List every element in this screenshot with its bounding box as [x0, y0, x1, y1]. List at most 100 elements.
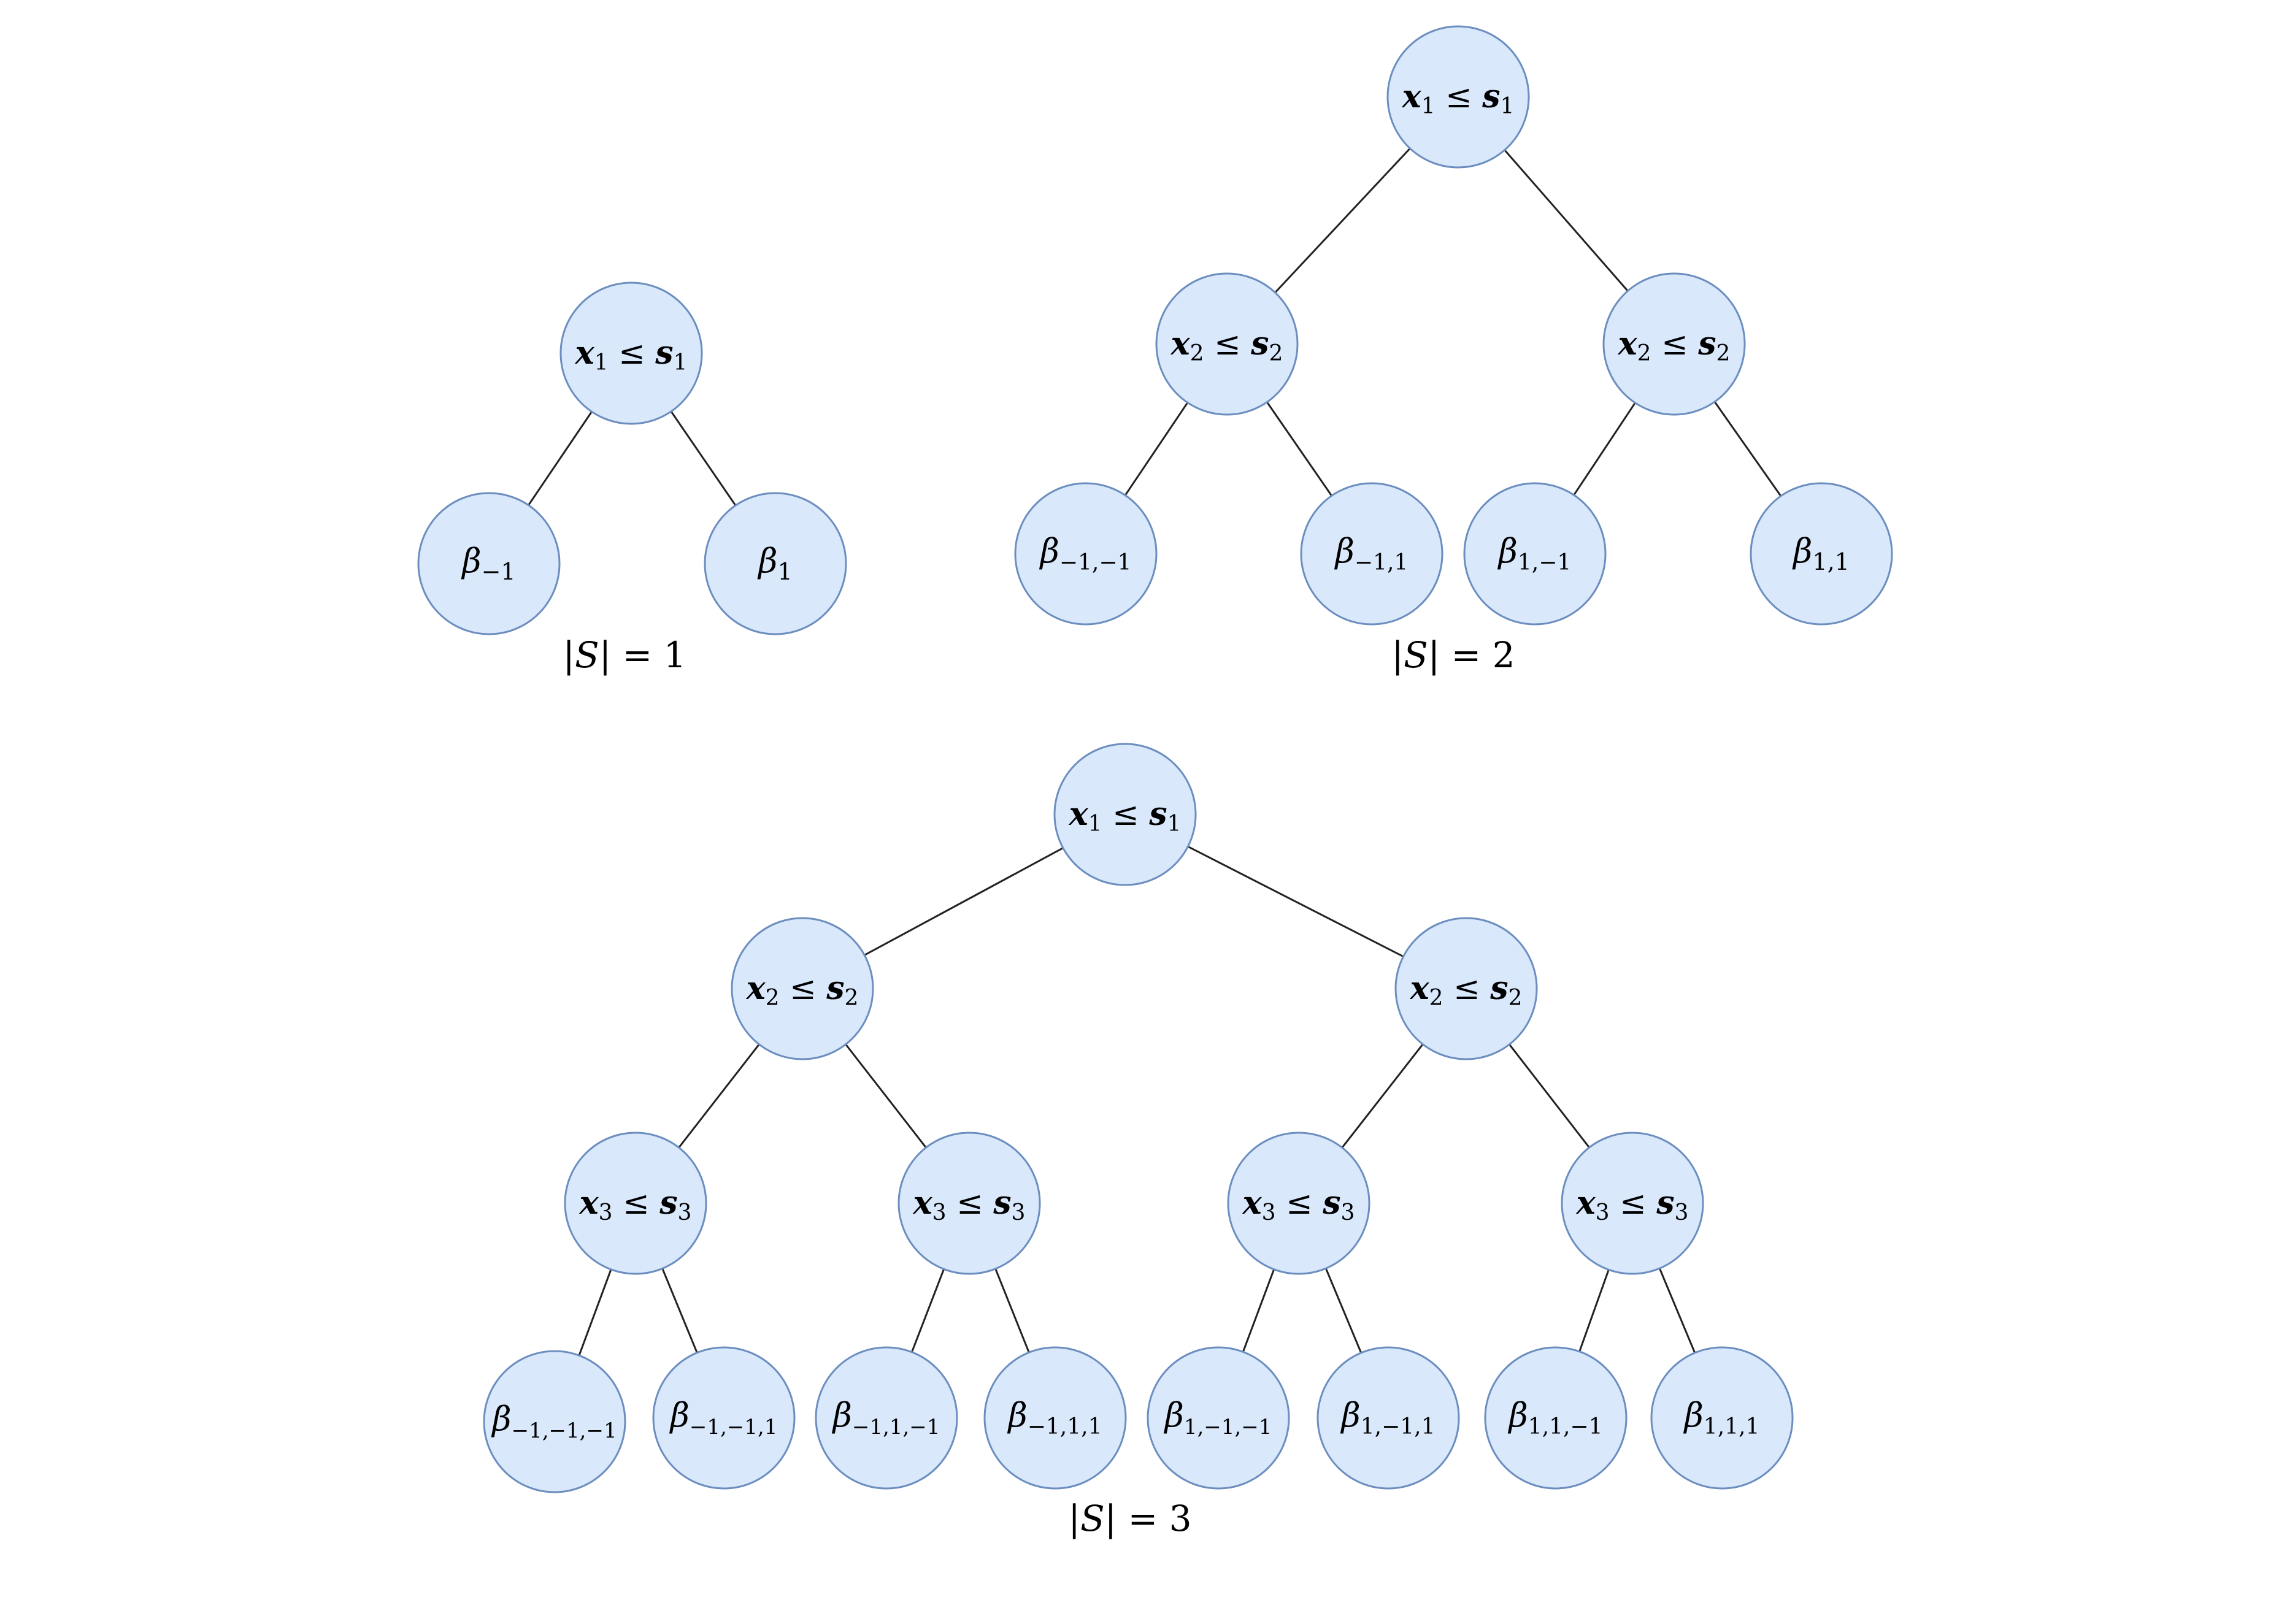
node-circle: [1463, 482, 1607, 626]
tree-edge: [1341, 1043, 1424, 1149]
tree-caption: |S| = 2: [1391, 634, 1515, 676]
tree-size-3: x1 ≤ s1 x2 ≤ s2 x2 ≤ s2 x3 ≤ s3 x3 ≤ s3 x3 ≤ …: [483, 743, 1794, 1539]
leaf-coefficient-label: β1,−1,−1: [1164, 1396, 1272, 1439]
tree-edge: [1578, 1269, 1610, 1352]
leaf-coefficient-label: β1,1: [1792, 532, 1850, 575]
node-circle: [1155, 272, 1299, 416]
leaf-coefficient-label: β1,1,1: [1683, 1396, 1760, 1439]
node-circle: [564, 1132, 707, 1275]
split-condition-label: x2 ≤ s2: [1618, 325, 1731, 366]
split-node: x2 ≤ s2: [1602, 272, 1746, 416]
split-condition-label: x1 ≤ s1: [1402, 78, 1515, 119]
tree-edge: [1573, 402, 1636, 496]
tree-edge: [670, 411, 737, 506]
leaf-node: β−1,−1,−1: [483, 1350, 626, 1493]
split-condition-label: x1 ≤ s1: [575, 334, 688, 375]
split-node: x1 ≤ s1: [1053, 743, 1197, 886]
tree-edge: [1324, 1268, 1363, 1354]
leaf-coefficient-label: β1,−1: [1497, 532, 1572, 575]
tree-edge: [1274, 147, 1411, 294]
leaf-coefficient-label: β−1,1,−1: [832, 1396, 940, 1439]
leaf-node: β−1,1: [1300, 482, 1443, 626]
split-condition-label: x3 ≤ s3: [1576, 1184, 1689, 1225]
tree-edge: [1713, 401, 1782, 497]
node-circle: [1602, 272, 1746, 416]
node-circle: [1561, 1132, 1704, 1275]
split-node: x1 ≤ s1: [1386, 25, 1530, 169]
leaf-node: β−1: [417, 492, 561, 635]
node-circle: [898, 1132, 1041, 1275]
tree-caption: |S| = 1: [563, 634, 686, 676]
node-circle: [483, 1350, 626, 1493]
split-node: x3 ≤ s3: [898, 1132, 1041, 1275]
tree-edge: [578, 1269, 612, 1356]
tree-edge: [1504, 149, 1629, 292]
split-condition-label: x2 ≤ s2: [1170, 325, 1283, 366]
node-circle: [417, 492, 561, 635]
node-circle: [1316, 1346, 1460, 1490]
leaf-node: β1,−1,−1: [1147, 1346, 1290, 1490]
tree-edge: [1266, 401, 1332, 497]
tree-edge: [910, 1268, 945, 1353]
leaf-node: β1,1,1: [1650, 1346, 1794, 1490]
tree-edge: [1124, 402, 1189, 496]
leaf-node: β−1,−1,1: [652, 1346, 796, 1490]
tree-edge: [994, 1268, 1030, 1353]
node-circle: [983, 1346, 1127, 1490]
node-circle: [1750, 482, 1893, 626]
tree-edge: [1658, 1268, 1696, 1354]
leaf-coefficient-label: β−1: [461, 542, 515, 585]
split-condition-label: x3 ≤ s3: [1242, 1184, 1355, 1225]
node-circle: [731, 917, 874, 1060]
tree-edge: [1242, 1269, 1275, 1352]
leaf-coefficient-label: β−1,−1,−1: [491, 1400, 617, 1443]
node-circle: [1386, 25, 1530, 169]
leaf-coefficient-label: β1,1,−1: [1508, 1396, 1603, 1439]
node-circle: [1394, 917, 1538, 1060]
split-node: x2 ≤ s2: [1155, 272, 1299, 416]
leaf-node: β1,1,−1: [1484, 1346, 1628, 1490]
node-circle: [704, 492, 847, 635]
leaf-coefficient-label: β−1,−1,1: [669, 1396, 778, 1439]
tree-edge: [528, 411, 593, 506]
node-circle: [559, 282, 703, 425]
split-node: x1 ≤ s1: [559, 282, 703, 425]
split-node: x3 ≤ s3: [1561, 1132, 1704, 1275]
leaf-coefficient-label: β−1,−1: [1039, 532, 1132, 575]
split-node: x3 ≤ s3: [1227, 1132, 1370, 1275]
leaf-node: β−1,1,1: [983, 1346, 1127, 1490]
node-circle: [1300, 482, 1443, 626]
tree-size-2: x1 ≤ s1 x2 ≤ s2 x2 ≤ s2 β−1,−1 β−1,1 β1,−1 β1,…: [1014, 25, 1893, 676]
leaf-node: β1,−1,1: [1316, 1346, 1460, 1490]
node-circle: [652, 1346, 796, 1490]
leaf-node: β1,1: [1750, 482, 1893, 626]
leaf-node: β1: [704, 492, 847, 635]
split-condition-label: x3 ≤ s3: [579, 1184, 692, 1225]
tree-edge: [1187, 845, 1404, 958]
tree-edge: [864, 847, 1064, 956]
split-condition-label: x2 ≤ s2: [746, 970, 859, 1011]
split-condition-label: x1 ≤ s1: [1069, 795, 1182, 837]
node-circle: [815, 1346, 958, 1490]
split-condition-label: x2 ≤ s2: [1410, 970, 1523, 1011]
node-circle: [1227, 1132, 1370, 1275]
leaf-node: β1,−1: [1463, 482, 1607, 626]
node-circle: [1484, 1346, 1628, 1490]
tree-edge: [845, 1043, 927, 1149]
leaf-node: β−1,1,−1: [815, 1346, 958, 1490]
split-node: x3 ≤ s3: [564, 1132, 707, 1275]
tree-size-1: x1 ≤ s1 β−1 β1 |S| = 1: [417, 282, 847, 676]
leaf-coefficient-label: β1,−1,1: [1340, 1396, 1436, 1439]
split-node: x2 ≤ s2: [1394, 917, 1538, 1060]
leaf-coefficient-label: β−1,1: [1334, 532, 1409, 575]
tree-edge: [1509, 1044, 1590, 1148]
tree-caption: |S| = 3: [1068, 1498, 1191, 1539]
split-condition-label: x3 ≤ s3: [913, 1184, 1026, 1225]
leaf-coefficient-label: β−1,1,1: [1007, 1396, 1102, 1439]
node-circle: [1650, 1346, 1794, 1490]
node-circle: [1053, 743, 1197, 886]
tree-edge: [661, 1268, 698, 1354]
leaf-node: β−1,−1: [1014, 482, 1158, 626]
node-circle: [1014, 482, 1158, 626]
